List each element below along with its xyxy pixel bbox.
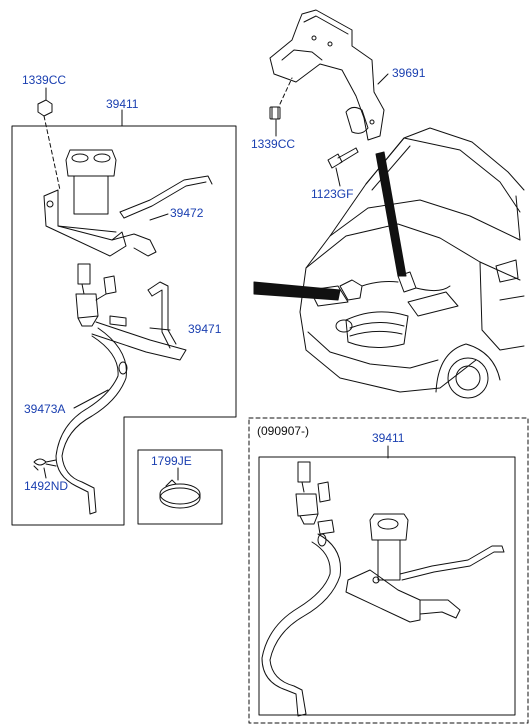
hose-clamp [159,479,201,509]
label-bolt: 1123GF [311,187,354,201]
top-left-nut [37,99,61,191]
clip-1492nd [33,458,57,471]
main-assembly-box [11,125,237,526]
label-variant-date: (090907-) [257,424,310,438]
label-nut-top-left: 1339CC [22,73,67,87]
label-nut-bracket: 1339CC [251,137,296,151]
leader-lines [43,73,389,481]
label-clip: 1492ND [24,479,69,493]
canister-assembly [43,149,213,515]
clamp-box [137,449,223,525]
bracket-39691 [269,9,385,141]
variant-dashed-box [248,417,529,724]
label-hose-lower: 39471 [188,322,222,336]
label-assembly-variant: 39411 [372,431,405,445]
label-bracket: 39691 [392,66,426,80]
variant-assembly [261,461,505,717]
label-clamp-box: 1799JE [151,454,192,468]
vehicle-illustration [299,127,525,399]
label-hose-upper: 39472 [170,206,204,220]
variant-inner-box [258,456,516,716]
bolt-1123gf [327,147,359,169]
callout-wedges [253,151,407,301]
label-assembly-main: 39411 [106,97,139,111]
hood-connector [339,271,451,301]
bracket-nut [269,77,293,120]
label-hose-long: 39473A [24,402,66,416]
